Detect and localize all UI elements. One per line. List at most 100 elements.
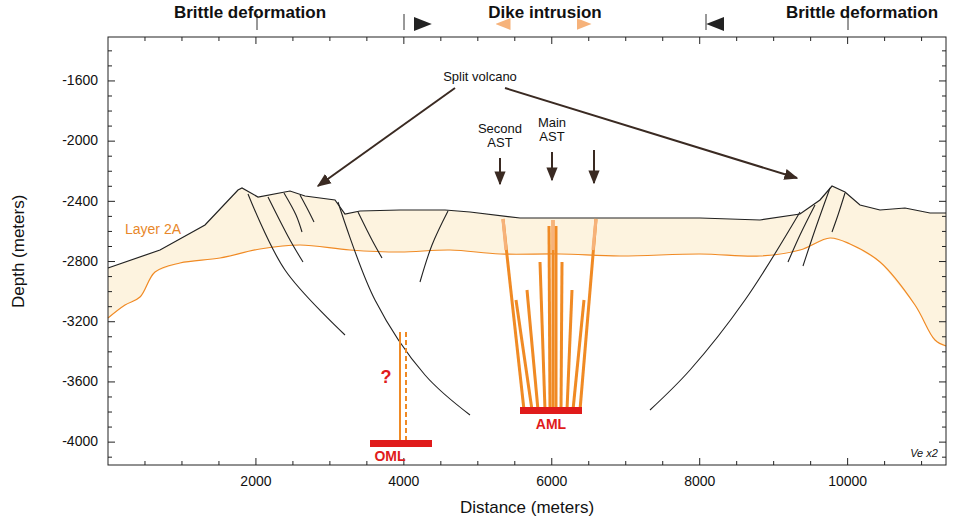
y-tick [108,201,115,202]
x-tick-label: 6000 [536,474,567,489]
y-tick [108,381,115,382]
x-tick [403,37,404,44]
y-tick [942,156,946,157]
x-tick [181,461,182,465]
dike-top [593,219,596,250]
y-tick [942,231,946,232]
zone-title: Brittle deformation [786,4,938,23]
y-tick [942,95,946,96]
x-tick [218,461,219,465]
fault-line [788,205,815,262]
x-tick-label: 2000 [240,474,271,489]
y-tick [942,65,946,66]
fault-line [248,194,345,335]
dike [567,290,572,410]
dike [503,219,524,410]
x-tick [625,461,626,465]
x-tick [699,37,700,44]
x-tick [477,461,478,465]
y-tick [939,201,946,202]
bar-tick [404,14,405,30]
y-tick [108,126,112,127]
y-tick [108,95,112,96]
x-tick [514,37,515,41]
y-tick [942,126,946,127]
aml-bar [520,407,582,414]
y-tick [108,412,112,413]
oml-bar [370,440,432,447]
y-tick [108,306,112,307]
x-tick [662,461,663,465]
y-tick [939,80,946,81]
x-tick [662,37,663,41]
x-tick [292,461,293,465]
y-tick [942,111,946,112]
y-tick [108,457,112,458]
oml-dike-dashed [405,332,407,441]
x-tick [810,37,811,41]
dike [555,226,558,410]
x-tick [218,37,219,41]
question-mark: ? [381,368,392,388]
zone-title: Brittle deformation [174,4,326,23]
fault-line [338,202,470,415]
fault-line [832,193,845,232]
y-tick [108,246,112,247]
layer-label: Layer 2A [125,222,181,237]
x-tick [366,37,367,41]
x-tick [329,37,330,41]
x-tick [810,461,811,465]
x-tick [366,461,367,465]
y-tick [108,276,112,277]
callout-label: Main AST [528,116,576,145]
x-tick [551,458,552,465]
y-tick [942,171,946,172]
y-tick [108,261,115,262]
y-tick [942,427,946,428]
axis-title: Distance (meters) [460,499,594,518]
y-tick [939,321,946,322]
y-tick [108,442,115,443]
dike-top [551,220,554,250]
ast-arrow [551,152,553,180]
x-tick [329,461,330,465]
y-tick [942,457,946,458]
x-tick [625,37,626,41]
x-tick [255,37,256,44]
axis-title: Depth (meters) [11,194,30,307]
y-tick-label: -3600 [62,374,98,389]
x-tick [736,461,737,465]
y-tick [108,156,112,157]
callout-label: Second AST [476,122,524,151]
y-tick-label: -3200 [62,314,98,329]
y-tick [108,65,112,66]
x-tick [736,37,737,41]
dike [561,262,562,410]
plot-frame [108,37,946,465]
x-tick [884,461,885,465]
y-tick [108,366,112,367]
zone-title: Dike intrusion [488,4,601,23]
scale-note: Ve x2 [910,447,938,459]
y-tick [939,141,946,142]
x-tick [847,458,848,465]
y-tick-label: -2000 [62,133,98,148]
brittle-bar [120,23,430,26]
x-tick [440,461,441,465]
y-tick [108,50,112,51]
y-tick [942,291,946,292]
y-tick [939,442,946,443]
y-tick [942,306,946,307]
fault-line [268,197,303,262]
y-tick [942,216,946,217]
y-tick [108,336,112,337]
dike [540,262,545,410]
x-tick [588,37,589,41]
x-tick [588,461,589,465]
fault-line [300,195,314,222]
y-tick [939,381,946,382]
y-tick [108,396,112,397]
y-tick [942,246,946,247]
fault-line [420,211,448,282]
y-tick [942,336,946,337]
